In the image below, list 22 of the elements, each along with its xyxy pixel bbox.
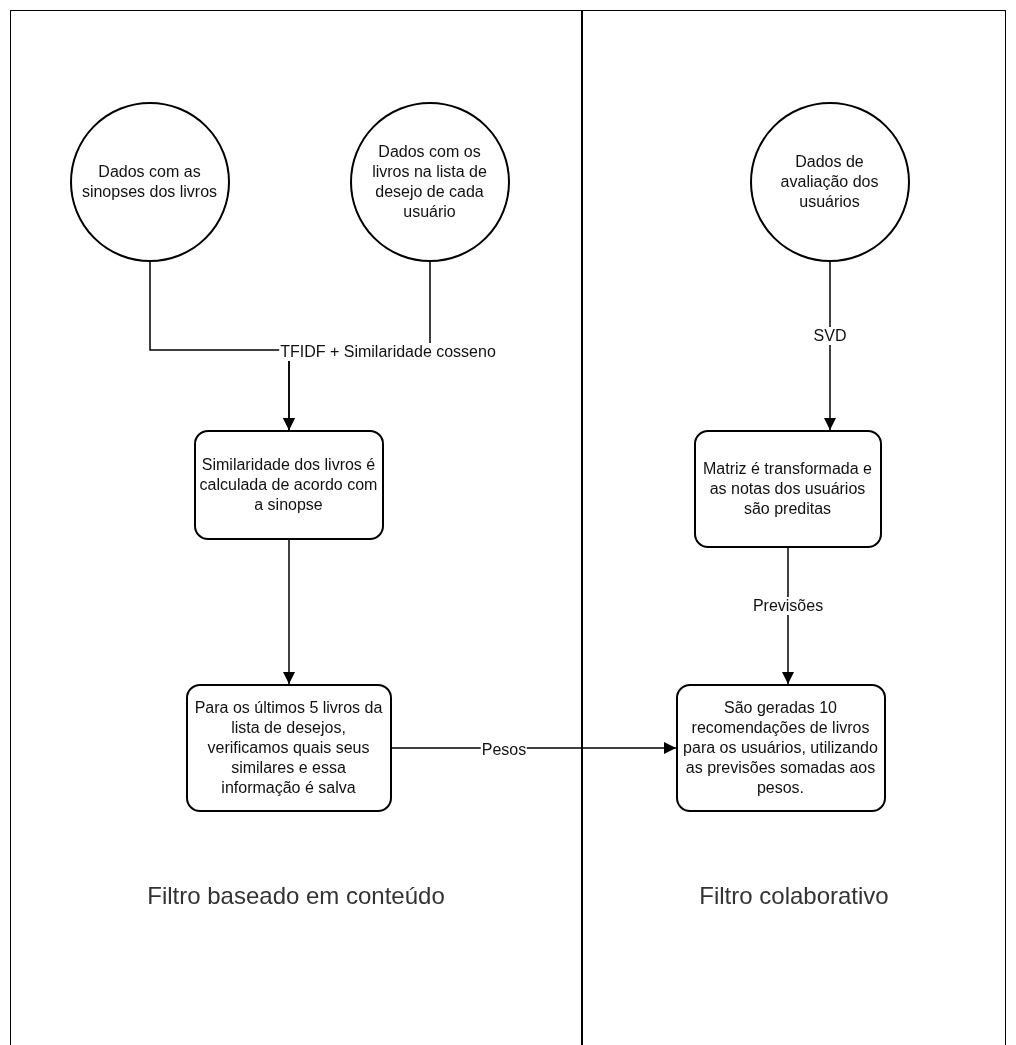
panel xyxy=(10,10,582,1045)
arrow xyxy=(391,742,677,754)
arrow xyxy=(283,539,295,685)
panel-title: Filtro baseado em conteúdo xyxy=(146,881,446,911)
edge-label: TFIDF + Similaridade cosseno xyxy=(279,343,497,361)
edge-label: Previsões xyxy=(751,597,825,615)
node-text: Dados com os livros na lista de desejo de cada usuário xyxy=(371,141,488,222)
process-box xyxy=(693,429,882,548)
arrow xyxy=(782,547,794,685)
node-text: Matriz é transformada e as notas dos usuários são preditas xyxy=(702,458,873,519)
node-text: São geradas 10 recomendações de livros para os usuários, utilizando as previsões somadas aos pesos. xyxy=(682,697,879,798)
node-text: Dados de avaliação dos usuários xyxy=(779,151,880,212)
process-box xyxy=(193,429,384,540)
arrow xyxy=(824,261,836,431)
process-box xyxy=(675,683,886,812)
node-text: Dados com as sinopses dos livros xyxy=(81,161,218,202)
panel xyxy=(582,10,1006,1045)
panel-title: Filtro colaborativo xyxy=(698,881,890,911)
process-box xyxy=(185,683,392,812)
node-text: Similaridade dos livros é calculada de acordo com a sinopse xyxy=(199,454,378,515)
edge-label: SVD xyxy=(812,327,848,345)
node-text: Para os últimos 5 livros da lista de desejos, verificamos quais seus similares e essa informação é salva xyxy=(193,697,384,798)
